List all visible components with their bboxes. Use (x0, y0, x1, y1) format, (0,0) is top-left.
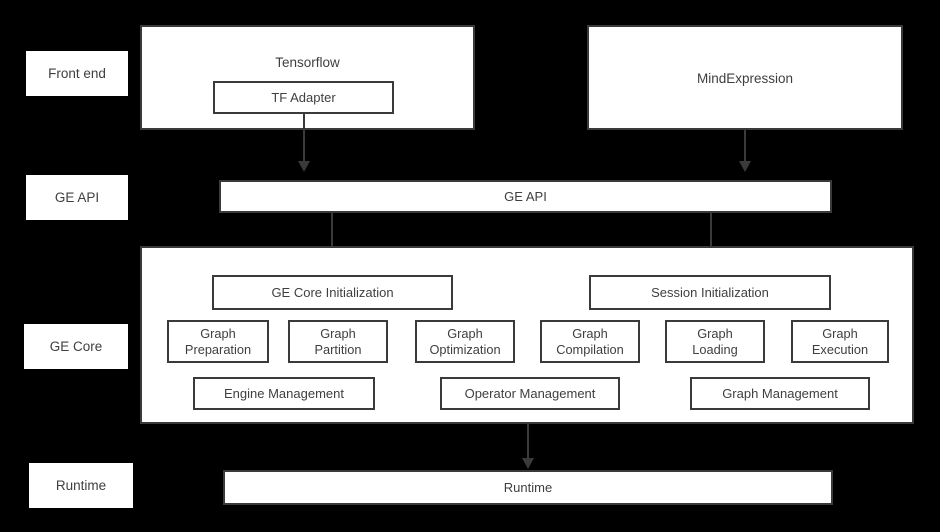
engine-management-box[interactable]: Engine Management (193, 377, 375, 410)
operator-management-box[interactable]: Operator Management (440, 377, 620, 410)
graph-optimization-box[interactable]: Graph Optimization (415, 320, 515, 363)
graph-preparation-box[interactable]: Graph Preparation (167, 320, 269, 363)
layer-label-ge-core: GE Core (24, 324, 128, 369)
tensorflow-group[interactable] (140, 25, 475, 130)
ge-core-initialization-box[interactable]: GE Core Initialization (212, 275, 453, 310)
runtime-bar[interactable]: Runtime (223, 470, 833, 505)
tf-adapter-box[interactable]: TF Adapter (213, 81, 394, 114)
graph-loading-box[interactable]: Graph Loading (665, 320, 765, 363)
ge-api-bar[interactable]: GE API (219, 180, 832, 213)
graph-partition-box[interactable]: Graph Partition (288, 320, 388, 363)
layer-label-ge-api: GE API (26, 175, 128, 220)
session-initialization-box[interactable]: Session Initialization (589, 275, 831, 310)
graph-management-box[interactable]: Graph Management (690, 377, 870, 410)
mindexpression-title: MindExpression (696, 71, 794, 86)
graph-execution-box[interactable]: Graph Execution (791, 320, 889, 363)
layer-label-front-end: Front end (26, 51, 128, 96)
graph-compilation-box[interactable]: Graph Compilation (540, 320, 640, 363)
mindexpression-group[interactable] (587, 25, 903, 130)
layer-label-runtime: Runtime (29, 463, 133, 508)
tensorflow-title: Tensorflow (275, 55, 340, 70)
